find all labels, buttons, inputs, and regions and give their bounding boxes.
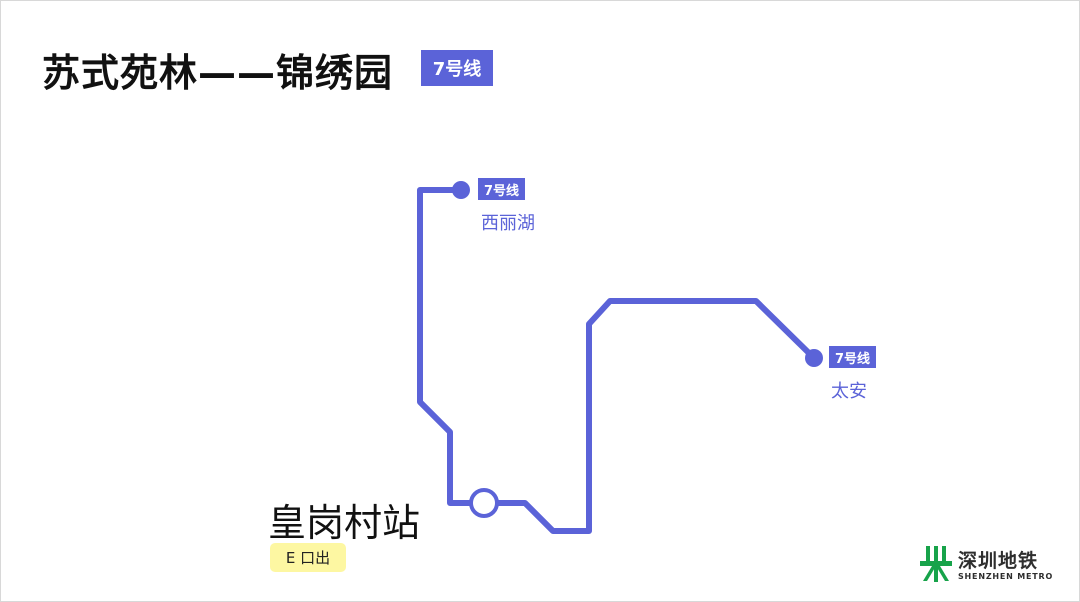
logo-name-en: SHENZHEN METRO xyxy=(958,572,1054,581)
line-badge: 7号线 xyxy=(421,50,493,86)
shenzhen-metro-logo: 深圳地铁 SHENZHEN METRO xyxy=(920,546,1060,586)
terminal-name-xilihu: 西丽湖 xyxy=(481,213,535,234)
metro-line-7 xyxy=(417,187,817,534)
metro-logo-icon xyxy=(920,546,952,582)
terminal-name-taian: 太安 xyxy=(831,381,867,402)
station-name: 皇岗村站 xyxy=(268,501,421,545)
station-marker-huanggangcun xyxy=(469,488,499,518)
terminal-badge-taian: 7号线 xyxy=(829,346,877,368)
terminal-badge-xilihu: 7号线 xyxy=(478,178,526,200)
terminal-dot-xilihu xyxy=(452,181,470,199)
terminal-dot-taian xyxy=(805,349,823,367)
page-title: 苏式苑林——锦绣园 xyxy=(42,51,394,95)
logo-name-cn: 深圳地铁 xyxy=(958,550,1039,572)
exit-tag: E 口出 xyxy=(270,543,346,572)
